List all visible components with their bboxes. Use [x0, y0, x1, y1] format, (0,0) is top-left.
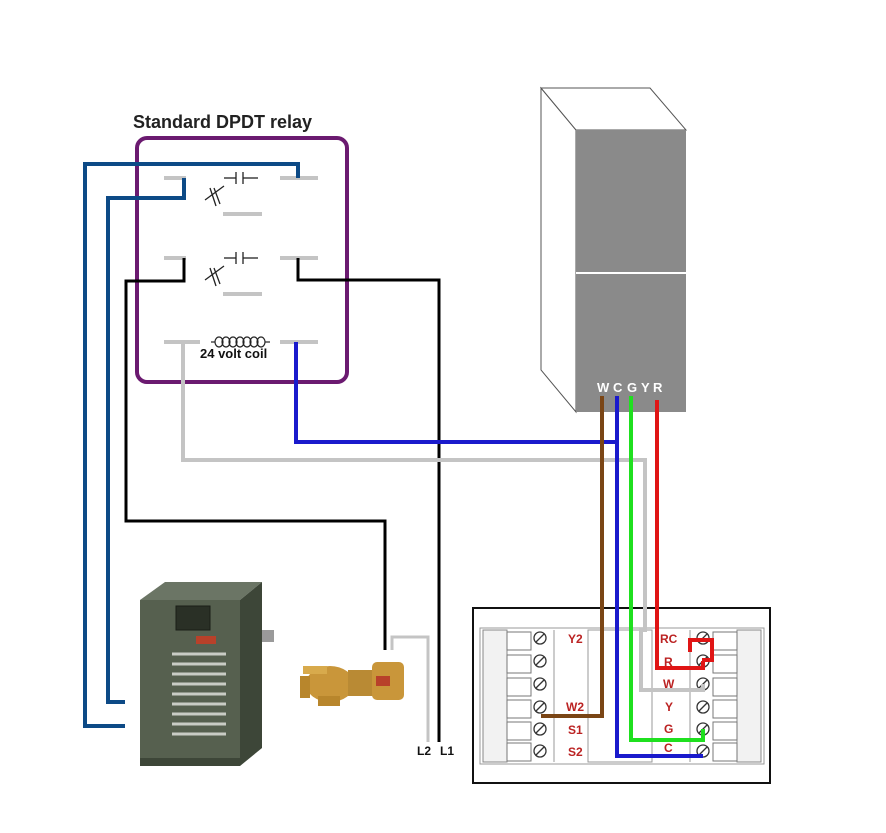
ahu-terminal-w: W [597, 380, 610, 395]
line-label-l1: L1 [440, 744, 455, 758]
terminal-label-c: C [664, 741, 673, 755]
pump-label [376, 676, 390, 686]
terminal-label-w2: W2 [566, 700, 584, 714]
terminal-label-w: W [663, 677, 675, 691]
relay-coil-symbol [211, 336, 270, 348]
wire-gray-w [639, 608, 705, 692]
ahu-terminal-r: R [653, 380, 663, 395]
wire-red-rc-jumper [688, 638, 714, 662]
circulator-pump [300, 662, 404, 706]
wire-red-r [655, 400, 705, 670]
heater-top [140, 582, 262, 600]
terminal-label-rc: RC [660, 632, 678, 646]
heater-control-panel [175, 605, 211, 631]
wire-black-line-l1 [296, 258, 441, 742]
relay-outline [135, 136, 349, 384]
ahu-terminal-g: G [627, 380, 638, 395]
terminal-label-s2: S2 [568, 745, 583, 759]
heater-badge [196, 636, 216, 644]
pump-flange-top [303, 666, 327, 674]
terminal-label-y2: Y2 [568, 632, 583, 646]
terminal-label-g: G [664, 722, 674, 736]
wire-green-g [629, 396, 705, 742]
right-terminal-blocks [712, 631, 738, 762]
relay-title: Standard DPDT relay [133, 112, 313, 132]
wire-gray-line-l2 [390, 635, 430, 742]
pump-flange-bottom [318, 696, 340, 706]
wires [83, 162, 714, 758]
relay-contact-symbols [204, 172, 258, 287]
heater-pipe-fitting [262, 630, 274, 642]
pump-flange-left [300, 676, 310, 698]
heater-grille [172, 652, 226, 736]
wire-navy-inner [106, 178, 186, 704]
air-handler-upper-panel [576, 130, 686, 272]
ahu-terminal-c: C [613, 380, 623, 395]
wire-brown-w2 [541, 396, 604, 718]
left-terminal-blocks [506, 631, 532, 762]
air-handler-side [540, 86, 577, 414]
pool-heater [140, 582, 274, 766]
dpdt-relay [135, 136, 349, 384]
heater-side [240, 582, 262, 766]
wire-blue-c [615, 396, 703, 758]
left-terminal-screws [533, 631, 547, 758]
coil-label: 24 volt coil [200, 346, 268, 361]
wire-black-heater-pump [124, 258, 387, 650]
terminal-label-r: R [664, 655, 673, 669]
terminal-label-s1: S1 [568, 723, 583, 737]
air-handler [539, 86, 688, 414]
wire-blue-coil-w [294, 342, 617, 444]
air-handler-lower-panel [576, 274, 686, 412]
ahu-terminal-y: Y [641, 380, 650, 395]
line-label-l2: L2 [417, 744, 432, 758]
wire-navy-outer [83, 162, 300, 728]
wire-gray-coil-c [181, 342, 647, 608]
pump-volute [306, 666, 354, 702]
terminal-label-y: Y [665, 700, 674, 714]
